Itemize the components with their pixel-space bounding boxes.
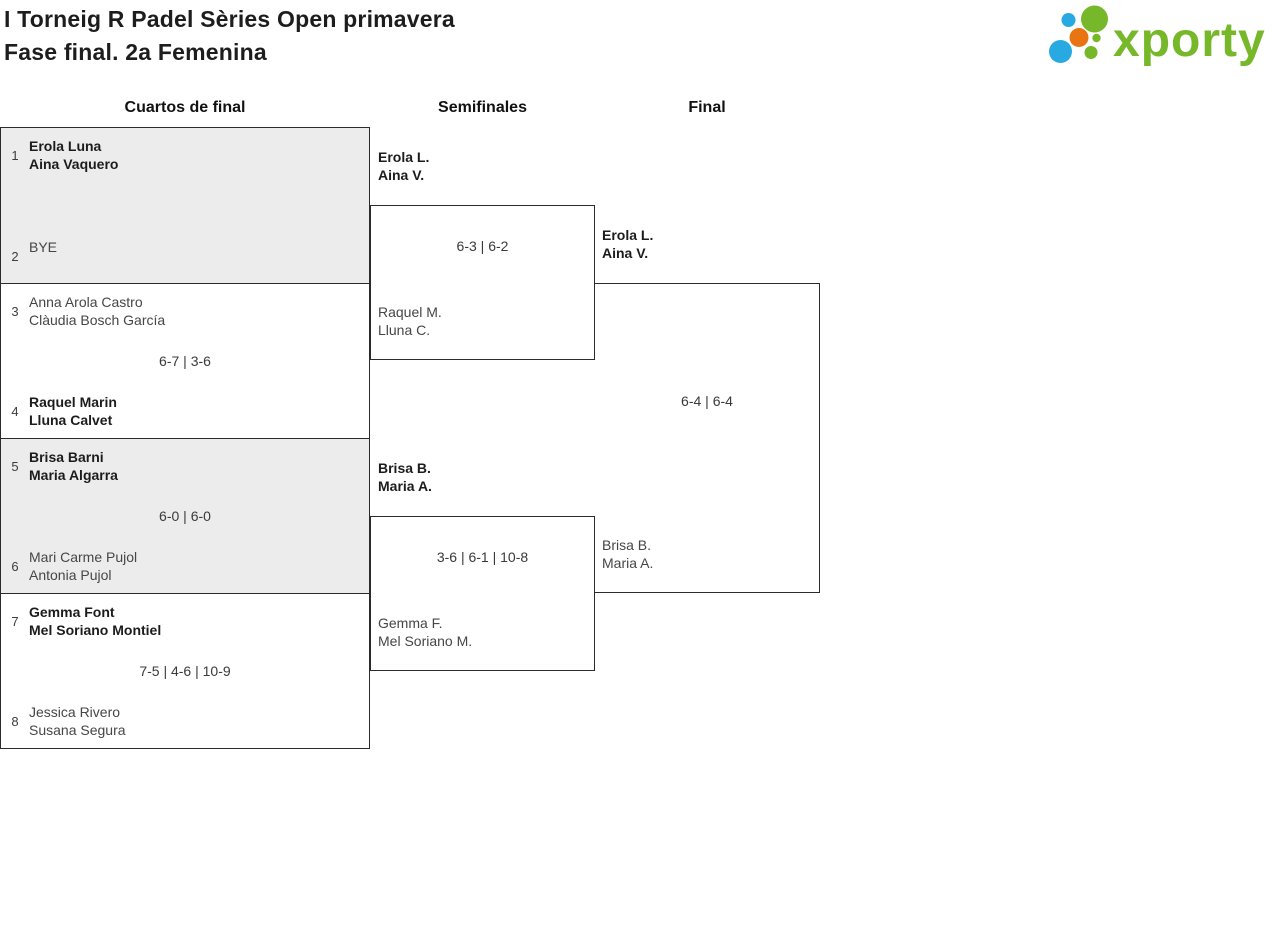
team-label-sf2-top: Brisa B. Maria A. (378, 459, 583, 495)
column-header-semifinales: Semifinales (438, 99, 527, 116)
phase-category-name: Fase final. 2a Femenina (4, 39, 267, 65)
match-quarterfinal-3: 5 Brisa Barni Maria Algarra 6-0 | 6-0 6 … (0, 438, 370, 593)
team-row: 8 Jessica Rivero Susana Segura (6, 703, 364, 739)
match-score: 7-5 | 4-6 | 10-9 (139, 663, 231, 679)
seed-number: 1 (11, 147, 19, 163)
column-header-cuartos: Cuartos de final (124, 99, 246, 116)
match-quarterfinal-2: 3 Anna Arola Castro Clàudia Bosch García… (0, 283, 370, 438)
player-name: Erola L. (602, 227, 654, 243)
page-title: I Torneig R Padel Sèries Open primavera … (4, 3, 455, 69)
team-names: Jessica Rivero Susana Segura (29, 703, 126, 739)
team-names: BYE (29, 238, 57, 274)
player-name: Maria Algarra (29, 467, 118, 483)
xporty-logo-text: xporty (1113, 14, 1266, 67)
match-score: 6-0 | 6-0 (159, 508, 211, 524)
player-name: Raquel M. (378, 304, 442, 320)
team-row: 5 Brisa Barni Maria Algarra (6, 448, 364, 484)
match-score-final: 6-4 | 6-4 (681, 393, 733, 409)
player-name: Brisa B. (602, 537, 652, 553)
team-names: Brisa Barni Maria Algarra (29, 448, 118, 484)
player-name: BYE (29, 239, 58, 255)
team-row: 1 Erola Luna Aina Vaquero (6, 137, 364, 173)
tournament-name: I Torneig R Padel Sèries Open primavera (4, 6, 455, 32)
match-semifinal-2 (370, 516, 595, 671)
player-name: Antonia Pujol (29, 567, 112, 583)
player-name: Gemma F. (378, 615, 443, 631)
seed-number: 7 (11, 613, 19, 629)
seed-number: 6 (11, 558, 19, 574)
player-name: Erola Luna (29, 138, 102, 154)
team-names: Mari Carme Pujol Antonia Pujol (29, 548, 137, 584)
player-name: Mari Carme Pujol (29, 549, 138, 565)
match-score-sf2: 3-6 | 6-1 | 10-8 (436, 549, 529, 565)
player-name: Lluna C. (378, 322, 431, 338)
player-name: Jessica Rivero (29, 704, 121, 720)
player-name: Maria A. (378, 478, 432, 494)
team-label-sf2-bottom: Gemma F. Mel Soriano M. (378, 614, 583, 650)
team-row: 2 BYE (6, 238, 364, 274)
team-row: 7 Gemma Font Mel Soriano Montiel (6, 603, 364, 639)
player-name: Erola L. (378, 149, 430, 165)
player-name: Brisa Barni (29, 449, 104, 465)
team-row: 3 Anna Arola Castro Clàudia Bosch García (6, 293, 364, 329)
team-names: Erola Luna Aina Vaquero (29, 137, 118, 173)
team-row: 6 Mari Carme Pujol Antonia Pujol (6, 548, 364, 584)
player-name: Maria A. (602, 555, 654, 571)
seed-number: 5 (11, 458, 19, 474)
team-label-final-bottom: Brisa B. Maria A. (602, 536, 807, 572)
match-score: 6-7 | 3-6 (159, 353, 211, 369)
team-label-sf1-top: Erola L. Aina V. (378, 148, 583, 184)
team-label-final-top: Erola L. Aina V. (602, 226, 807, 262)
player-name: Aina V. (602, 245, 649, 261)
player-name: Aina Vaquero (29, 156, 119, 172)
match-quarterfinal-1: 1 Erola Luna Aina Vaquero 2 BYE (0, 127, 370, 283)
player-name: Mel Soriano Montiel (29, 622, 162, 638)
player-name: Mel Soriano M. (378, 633, 473, 649)
xporty-logo[interactable]: xporty (1045, 0, 1277, 80)
match-score-sf1: 6-3 | 6-2 (456, 238, 509, 254)
player-name: Raquel Marin (29, 394, 117, 410)
seed-number: 3 (11, 303, 19, 319)
xporty-logo-icon: xporty (1049, 5, 1266, 67)
seed-number: 2 (11, 248, 19, 264)
seed-number: 8 (11, 713, 19, 729)
team-row: 4 Raquel Marin Lluna Calvet (6, 393, 364, 429)
match-quarterfinal-4: 7 Gemma Font Mel Soriano Montiel 7-5 | 4… (0, 593, 370, 749)
player-name: Susana Segura (29, 722, 126, 738)
player-name: Anna Arola Castro (29, 294, 143, 310)
team-names: Raquel Marin Lluna Calvet (29, 393, 117, 429)
team-names: Gemma Font Mel Soriano Montiel (29, 603, 161, 639)
player-name: Aina V. (378, 167, 425, 183)
seed-number: 4 (11, 403, 19, 419)
player-name: Brisa B. (378, 460, 431, 476)
player-name: Lluna Calvet (29, 412, 113, 428)
team-names: Anna Arola Castro Clàudia Bosch García (29, 293, 165, 329)
match-final (594, 283, 820, 593)
column-header-final: Final (688, 99, 726, 116)
match-semifinal-1 (370, 205, 595, 360)
team-label-sf1-bottom: Raquel M. Lluna C. (378, 303, 583, 339)
player-name: Gemma Font (29, 604, 115, 620)
player-name: Clàudia Bosch García (29, 312, 166, 328)
